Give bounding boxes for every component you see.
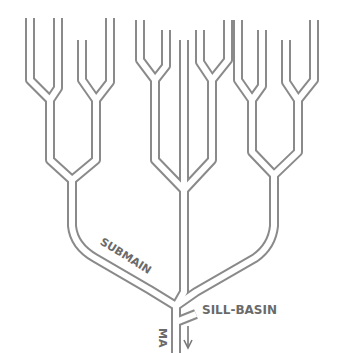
arrow-head xyxy=(184,340,192,348)
pipe-label: MA xyxy=(157,328,168,347)
flow-arrow xyxy=(187,326,189,346)
pipe-label: SILL-BASIN xyxy=(202,304,277,316)
